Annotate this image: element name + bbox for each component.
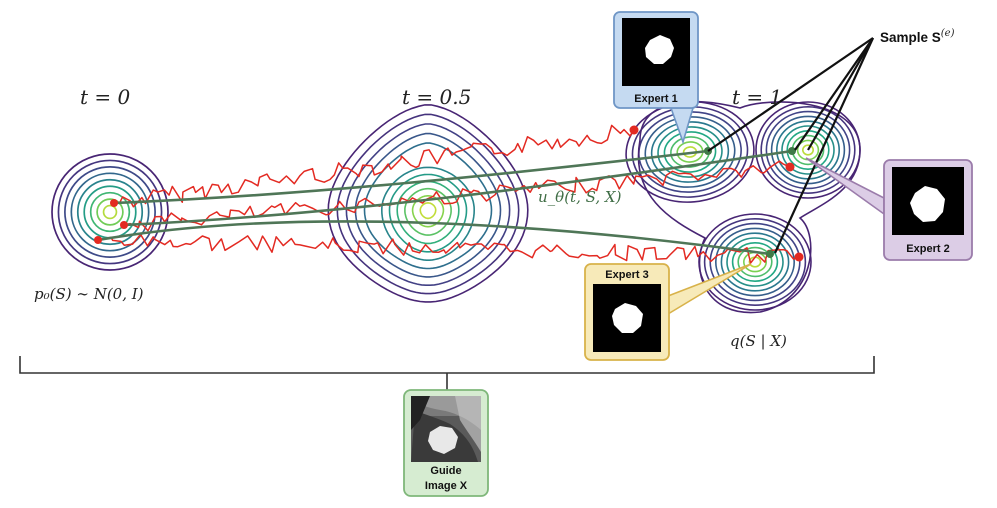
contour-ring: [380, 166, 476, 261]
contour-ring: [742, 251, 767, 273]
flow-lines: [97, 149, 793, 256]
contour-ring: [404, 187, 452, 236]
end-dot-green-3: [766, 250, 774, 258]
expert-3-mask: [612, 303, 643, 333]
contour-ring: [363, 142, 493, 270]
end-dot-red-2: [785, 162, 795, 172]
sample-pointer-lines: [707, 37, 875, 254]
target-density-contours: [625, 100, 861, 314]
guide-label-line1: Guide: [430, 465, 461, 477]
contour-ring: [709, 222, 801, 302]
contour-ring: [720, 232, 790, 292]
contour-ring: [102, 204, 118, 220]
expert-2-box: Expert 2: [883, 159, 973, 261]
expert-2-mask: [910, 186, 945, 222]
flow-line-bottom: [97, 220, 771, 256]
end-dot-red-3: [794, 252, 804, 262]
contour-ring: [76, 178, 144, 246]
guide-image-thumbnail: [411, 396, 481, 462]
flow-line-middle: [123, 149, 793, 227]
guide-label-line2: Image X: [425, 480, 468, 492]
contour-ring: [64, 166, 156, 258]
start-dot-top: [110, 199, 118, 207]
end-dot-red-1: [629, 125, 639, 135]
contour-ring: [51, 153, 169, 271]
contour-ring: [96, 198, 124, 226]
contour-ring: [70, 172, 150, 252]
contour-ring: [703, 218, 807, 307]
contour-ring: [57, 159, 163, 265]
contour-ring: [731, 242, 779, 283]
target-hull-contour: [637, 100, 861, 314]
time-label-0: t = 0: [80, 85, 131, 109]
time-label-1: t = 1: [732, 85, 782, 109]
end-dot-green-2: [788, 147, 796, 155]
contour-ring: [770, 115, 846, 185]
start-dot-bottom: [94, 236, 102, 244]
velocity-formula: u_θ(t, S, X): [538, 188, 622, 206]
contour-ring: [345, 123, 511, 286]
contour-ring: [396, 180, 460, 245]
contour-ring: [89, 191, 131, 233]
red-trajectory-1: [113, 124, 635, 208]
sample-label: Sample S(e): [880, 28, 955, 45]
target-formula: q(S | X): [730, 332, 787, 350]
contour-ring: [388, 173, 468, 253]
stochastic-trajectories: [97, 124, 800, 264]
contour-ring: [419, 202, 437, 220]
contour-ring: [663, 131, 717, 173]
start-dot-middle: [120, 221, 128, 229]
prior-gaussian-contours: [51, 153, 169, 271]
guide-image-box: Guide Image X: [403, 389, 489, 497]
expert-3-box: Expert 3: [584, 263, 670, 361]
expert-2-label: Expert 2: [906, 243, 949, 255]
prior-formula: p₀(S) ∼ N(0, I): [34, 285, 144, 303]
contour-ring: [781, 125, 835, 175]
expert-1-label: Expert 1: [634, 93, 677, 105]
contour-ring: [83, 185, 137, 239]
contour-ring: [760, 106, 856, 195]
flow-line-top: [113, 149, 709, 205]
contour-ring: [714, 227, 795, 297]
expert-1-mask: [645, 35, 674, 64]
red-trajectory-2: [123, 160, 791, 232]
contour-ring: [765, 110, 851, 190]
expert-1-box: Expert 1: [613, 11, 699, 109]
trajectory-dots: [94, 125, 804, 262]
contour-ring: [726, 237, 784, 287]
expert-3-label: Expert 3: [605, 269, 648, 281]
expert-connectors: [667, 107, 885, 316]
red-trajectory-3: [97, 233, 800, 264]
contour-ring: [737, 246, 773, 278]
time-label-05: t = 0.5: [402, 85, 471, 109]
bottom-bracket: [19, 356, 875, 390]
contour-ring: [801, 144, 814, 156]
